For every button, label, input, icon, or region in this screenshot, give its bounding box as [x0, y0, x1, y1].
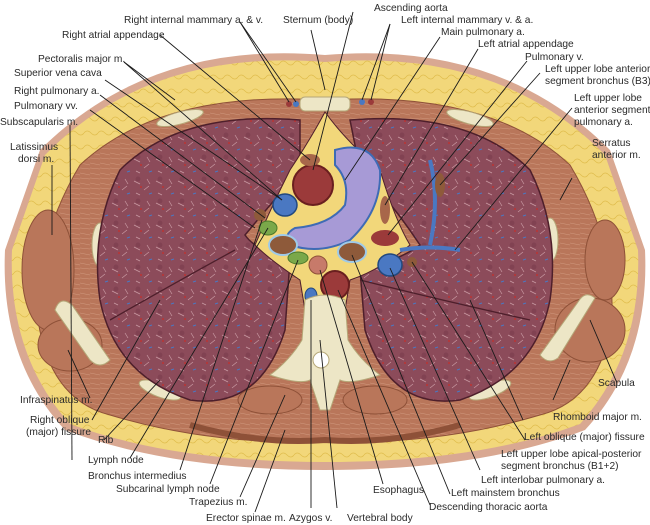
superior-vena-cava: [272, 193, 298, 217]
label-left-atrial-appendage: Left atrial appendage: [478, 39, 574, 50]
erector-spinae-muscle: [342, 385, 408, 415]
pulmonary-vein-left: [371, 230, 399, 246]
label-rib: Rib: [98, 435, 114, 446]
scapula-left: [539, 294, 596, 362]
label-lul-anterior-pa-line2: anterior segment: [574, 105, 650, 116]
right-internal-mammary-artery: [286, 101, 292, 107]
label-lul-anterior-pa-line1: Left upper lobe: [574, 93, 642, 104]
label-infraspinatus: Infraspinatus m.: [20, 395, 92, 406]
label-pectoralis-major: Pectoralis major m.: [38, 54, 125, 65]
label-lymph-node: Lymph node: [88, 455, 144, 466]
label-scapula: Scapula: [598, 378, 635, 389]
label-right-oblique-line2: (major) fissure: [26, 427, 91, 438]
label-left-mainstem-bronchus: Left mainstem bronchus: [451, 488, 560, 499]
scapula-right: [54, 300, 111, 366]
left-internal-mammary-vein: [359, 99, 365, 105]
label-left-interlobar-pa: Left interlobar pulmonary a.: [481, 475, 605, 486]
label-rhomboid-major: Rhomboid major m.: [553, 412, 642, 423]
label-lul-anterior-bronchus-line2: segment bronchus (B3): [545, 76, 650, 87]
left-interlobar-pulmonary-artery: [377, 253, 403, 277]
left-mainstem-bronchus: [337, 241, 367, 263]
label-erector-spinae: Erector spinae m.: [206, 513, 286, 524]
label-latissimus-line1: Latissimus: [10, 142, 58, 153]
subcarinal-lymph-node: [287, 251, 309, 265]
right-oblique-fissure: [109, 249, 236, 321]
left-internal-mammary-artery: [368, 99, 374, 105]
sternum: [299, 96, 351, 112]
label-descending-aorta: Descending thoracic aorta: [429, 502, 548, 513]
right-pulmonary-artery: [268, 234, 298, 256]
rib: [156, 109, 204, 127]
serratus-muscle-left: [584, 219, 626, 301]
label-lul-apicoposterior-line2: segment bronchus (B1+2): [501, 461, 619, 472]
label-vertebral-body: Vertebral body: [347, 513, 414, 524]
label-lul-anterior-pa-line3: pulmonary a.: [574, 117, 633, 128]
rib: [446, 109, 494, 127]
label-subcarinal-lymph-node: Subcarinal lymph node: [116, 484, 220, 495]
left-oblique-fissure: [359, 279, 531, 321]
label-serratus-line1: Serratus: [592, 138, 631, 149]
label-left-oblique-fissure: Left oblique (major) fissure: [524, 432, 645, 443]
trapezius-muscle: [189, 422, 461, 444]
right-internal-mammary-vein: [293, 101, 299, 107]
erector-spinae-muscle: [237, 385, 303, 415]
label-right-atrial-appendage: Right atrial appendage: [62, 30, 165, 41]
label-trapezius: Trapezius m.: [189, 497, 248, 508]
label-main-pulmonary-artery: Main pulmonary a.: [441, 27, 525, 38]
label-pulmonary-vein: Pulmonary v.: [525, 52, 584, 63]
label-lul-anterior-bronchus-line1: Left upper lobe anterior: [545, 64, 650, 75]
label-esophagus: Esophagus: [373, 485, 424, 496]
left-upper-lobe-anterior-pulmonary-artery: [399, 159, 461, 252]
label-left-internal-mammary: Left internal mammary v. & a.: [401, 15, 533, 26]
label-ascending-aorta: Ascending aorta: [374, 3, 448, 14]
esophagus: [308, 255, 328, 275]
leader-lines: [51, 11, 618, 513]
label-azygos-vein: Azygos v.: [289, 513, 332, 524]
label-right-pulmonary-artery: Right pulmonary a.: [14, 86, 100, 97]
spinal-canal: [312, 351, 330, 369]
label-subscapularis: Subscapularis m.: [0, 117, 78, 128]
label-right-oblique-line1: Right oblique: [30, 415, 90, 426]
label-pulmonary-vv: Pulmonary vv.: [14, 101, 78, 112]
ascending-aorta: [292, 164, 334, 206]
label-serratus-line2: anterior m.: [592, 150, 641, 161]
right-lung: [96, 117, 301, 402]
label-sternum: Sternum (body): [283, 15, 353, 26]
label-latissimus-line2: dorsi m.: [18, 154, 54, 165]
left-atrial-appendage: [380, 196, 390, 224]
label-right-internal-mammary: Right internal mammary a. & v.: [124, 15, 263, 26]
left-lung: [349, 117, 554, 402]
label-lul-apicoposterior-line1: Left upper lobe apical-posterior: [501, 449, 642, 460]
label-superior-vena-cava: Superior vena cava: [14, 68, 102, 79]
label-bronchus-intermedius: Bronchus intermedius: [88, 471, 187, 482]
